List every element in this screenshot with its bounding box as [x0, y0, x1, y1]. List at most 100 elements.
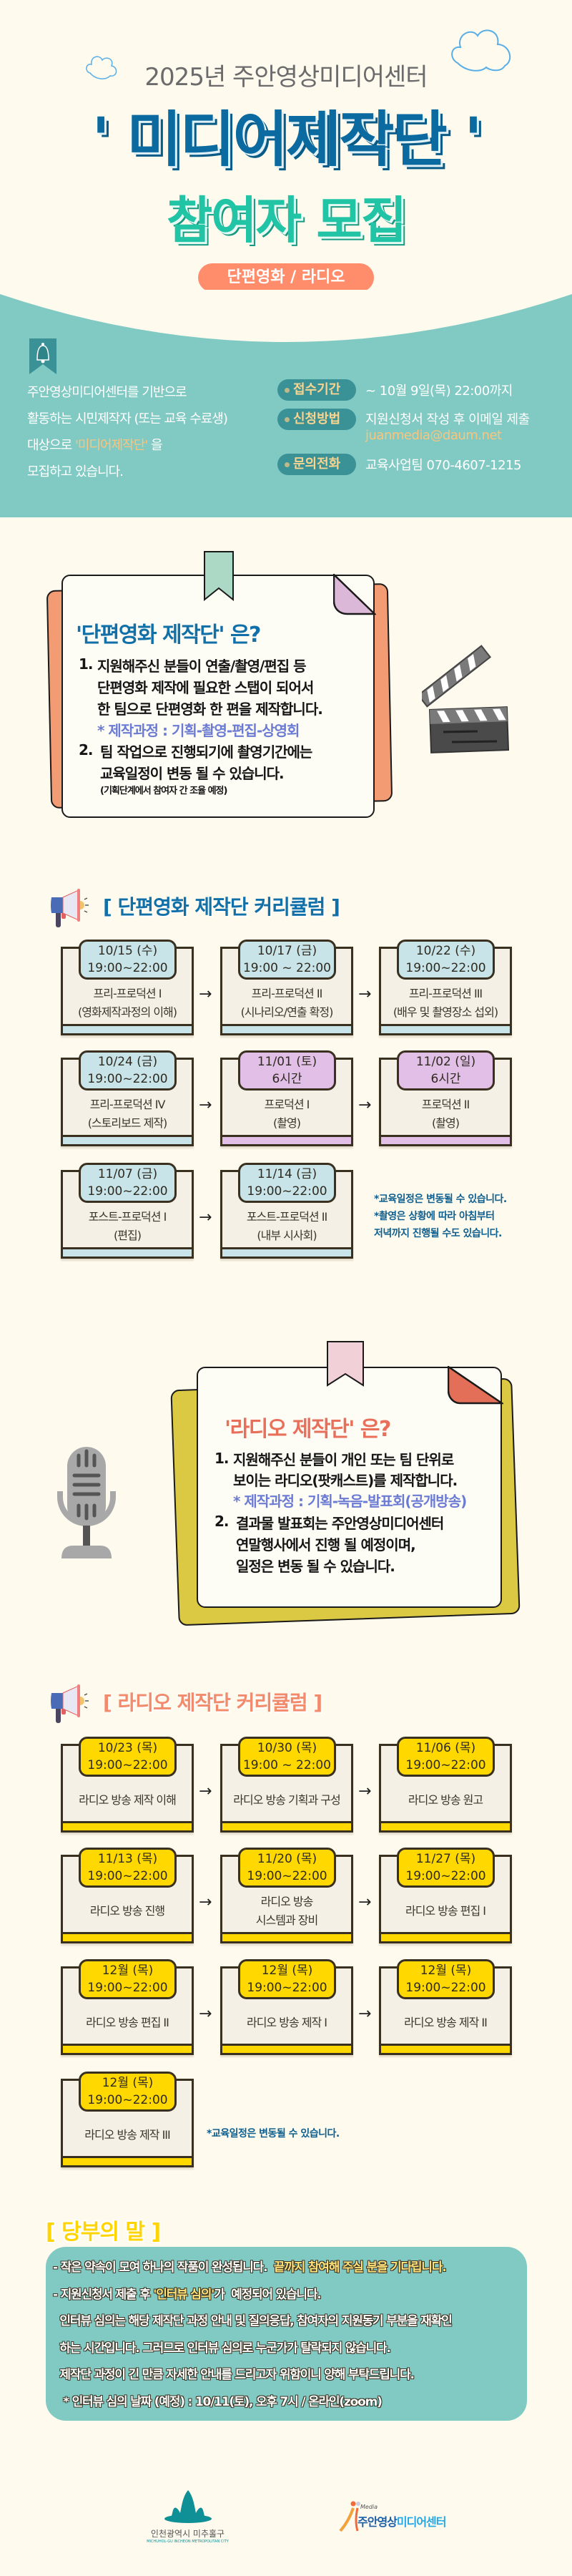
card-strip: [61, 1932, 194, 1943]
card-description: 라디오 방송 편집 II: [86, 2016, 169, 2029]
arrow-right-icon: →: [358, 1893, 372, 1911]
card-date: 10/23 (목) 19:00~22:00: [79, 1737, 177, 1777]
note-text: 인터뷰 심의는 해당 제작단 과정 안내 및 질의응답, 참여자의 지원동기 부…: [53, 2314, 452, 2328]
curriculum-card: 11/13 (목) 19:00~22:00 라디오 방송 진행: [61, 1848, 194, 1943]
card-strip: [220, 1247, 353, 1259]
folded-corner: [333, 574, 376, 615]
card-strip: [220, 2044, 353, 2055]
film-process: * 제작과정 : 기획-촬영-편집-상영회: [97, 722, 300, 739]
text-line: 결과물 발표회는 주안영상미디어센터: [236, 1515, 444, 1532]
header-subtitle: 2025년 주안영상미디어센터: [144, 63, 428, 92]
arrow-right-icon: →: [199, 1096, 212, 1114]
text-line: 보이는 라디오(팟캐스트)를 제작합니다.: [233, 1472, 458, 1489]
card-description: 포스트-프로덕션 II (내부 시사회): [246, 1210, 327, 1242]
list-number: 2.: [214, 1513, 229, 1530]
film-intro-card: [61, 575, 375, 818]
card-date: 10/22 (수) 19:00~22:00: [397, 940, 495, 980]
card-strip: [61, 2156, 194, 2167]
page-title-recruit: 참여자 모집: [166, 191, 407, 250]
folded-corner: [448, 1366, 503, 1405]
intro-line: 모집하고 있습니다.: [27, 464, 124, 479]
card-description: 라디오 방송 시스템과 장비: [255, 1895, 318, 1927]
card-date: 10/30 (목) 19:00 ~ 22:00: [238, 1737, 336, 1777]
card-strip: [220, 1135, 353, 1146]
card-date: 11/20 (목) 19:00~22:00: [238, 1848, 336, 1888]
text-line: 한 팀으로 단편영화 한 편을 제작합니다.: [97, 701, 323, 718]
intro-line: 대상으로 '미디어제작단' 을: [27, 432, 227, 459]
card-date: 11/02 (일) 6시간: [397, 1050, 495, 1091]
logo-text: 인천광역시 미추홀구: [150, 2529, 225, 2539]
category-badge: 단편영화 / 라디오: [198, 263, 374, 292]
film-intro-heading: '단편영화 제작단' 은?: [76, 623, 261, 648]
arrow-right-icon: →: [358, 2005, 372, 2023]
film-intro-item2: 팀 작업으로 진행되기에 촬영기간에는 교육일정이 변동 될 수 있습니다. (…: [100, 741, 312, 799]
film-curriculum-title: [ 단편영화 제작단 커리큘럼 ]: [103, 895, 340, 919]
logo-text-part: 주안영상: [358, 2515, 398, 2529]
closing-note-line: 인터뷰 심의는 해당 제작단 과정 안내 및 질의응답, 참여자의 지원동기 부…: [53, 2311, 452, 2328]
radio-schedule-notes: *교육일정은 변동될 수 있습니다.: [207, 2128, 340, 2140]
note-text: - 지원신청서 제출 후: [53, 2287, 154, 2302]
arrow-right-icon: →: [199, 1782, 212, 1800]
arrow-right-icon: →: [199, 985, 212, 1003]
list-number: 1.: [214, 1450, 229, 1467]
intro-line: 활동하는 시민제작자 (또는 교육 수료생): [27, 411, 228, 426]
card-date: 11/13 (목) 19:00~22:00: [79, 1848, 177, 1888]
closing-note-line: 제작단 과정이 긴 만큼 자세한 안내를 드리고자 위함이니 양해 부탁드립니다…: [53, 2364, 415, 2382]
card-description: 라디오 방송 원고: [408, 1793, 483, 1807]
closing-note-line: * 인터뷰 심의 날짜 (예정) : 10/11(토), 오후 7시 / 온라인…: [53, 2391, 383, 2409]
card-date: 10/24 (금) 19:00~22:00: [79, 1050, 177, 1091]
card-date: 10/17 (금) 19:00 ~ 22:00: [238, 940, 336, 980]
card-strip: [379, 1821, 512, 1833]
card-strip: [379, 1932, 512, 1943]
cloud-icon: [451, 29, 511, 72]
text-line: 지원해주신 분들이 개인 또는 팀 단위로: [233, 1451, 454, 1468]
card-description: 프리-프로덕션 II (시나리오/연출 확정): [240, 987, 334, 1019]
card-description: 프로덕션 II (촬영): [421, 1098, 470, 1130]
card-strip: [220, 1821, 353, 1833]
period-label: 접수기간: [277, 379, 356, 401]
text-line: 팀 작업으로 진행되기에 촬영기간에는: [100, 743, 312, 761]
intro-text: 주안영상미디어센터를 기반으로 활동하는 시민제작자 (또는 교육 수료생) 대…: [27, 379, 228, 485]
media-figure-icon: [339, 2501, 360, 2532]
note-text: - 작은 약속이 모여 하나의 작품이 완성됩니다.: [53, 2260, 274, 2275]
note-text: 제작단 과정이 긴 만큼 자세한 안내를 드리고자 위함이니 양해 부탁드립니다…: [53, 2368, 415, 2382]
logo-text-part: 미디어센터: [396, 2515, 447, 2529]
card-description: 라디오 방송 진행: [89, 1904, 165, 1918]
megaphone-icon: [51, 889, 89, 927]
microphone-icon: [57, 1447, 116, 1558]
arrow-right-icon: →: [358, 1782, 372, 1800]
intro-text-part: 을: [147, 438, 163, 453]
curriculum-card: 10/30 (목) 19:00 ~ 22:00 라디오 방송 기획과 구성: [220, 1737, 353, 1833]
radio-intro-heading: '라디오 제작단' 은?: [225, 1417, 391, 1442]
note-text: 하는 시간입니다. 그러므로 인터뷰 심의로 누군가가 탈락되지 않습니다.: [53, 2341, 391, 2356]
radio-intro-card: [197, 1367, 502, 1608]
arrow-right-icon: →: [199, 2005, 212, 2023]
card-description: 라디오 방송 기획과 구성: [233, 1793, 340, 1807]
radio-curriculum-title: [ 라디오 제작단 커리큘럼 ]: [103, 1691, 322, 1714]
card-description: 포스트-프로덕션 I (편집): [88, 1210, 167, 1242]
radio-intro-item1: 지원해주신 분들이 개인 또는 팀 단위로 보이는 라디오(팟캐스트)를 제작합…: [233, 1450, 467, 1512]
radio-process: * 제작과정 : 기획-녹음-발표회(공개방송): [233, 1493, 467, 1510]
page-title: ' 미디어제작단 ': [92, 104, 483, 175]
film-schedule-notes: *교육일정은 변동될 수 있습니다. *촬영은 상황에 따라 아침부터 저녁까지…: [374, 1194, 507, 1239]
card-description: 라디오 방송 제작 II: [404, 2016, 488, 2029]
method-label: 신청방법: [277, 409, 356, 430]
card-date: 12월 (목) 19:00~22:00: [79, 2072, 177, 2112]
curve-divider: [0, 290, 572, 342]
curriculum-card: 11/20 (목) 19:00~22:00 라디오 방송 시스템과 장비: [220, 1848, 353, 1943]
email-link[interactable]: juanmedia@daum.net: [365, 428, 502, 443]
arrow-right-icon: →: [199, 1209, 212, 1226]
card-date: 12월 (목) 19:00~22:00: [79, 1959, 177, 1999]
card-date: 11/27 (목) 19:00~22:00: [397, 1848, 495, 1888]
card-strip: [61, 1821, 194, 1833]
bookmark-ribbon: [327, 1341, 364, 1387]
card-date: 11/01 (토) 6시간: [238, 1050, 336, 1091]
